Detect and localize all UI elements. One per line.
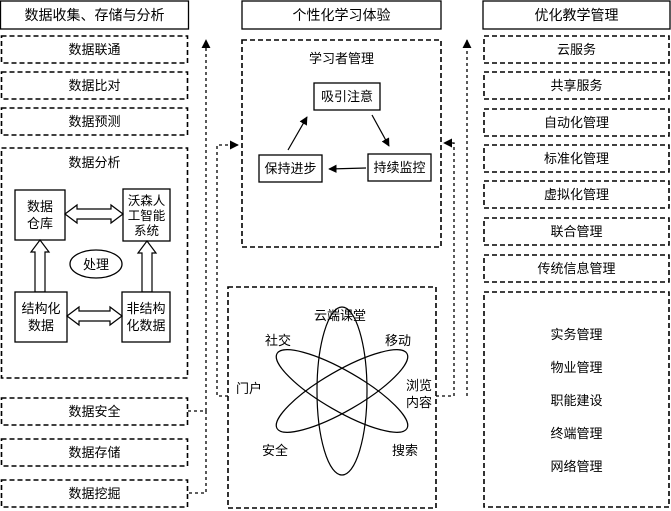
data-warehouse-line-1: 数据 — [27, 200, 53, 215]
right-item-traditional-info: 传统信息管理 — [537, 261, 615, 277]
atom-social: 社交 — [265, 333, 291, 349]
double-arrow-bottom — [66, 305, 123, 327]
right-item-box-7 — [483, 254, 670, 283]
data-analysis-title: 数据分析 — [68, 156, 120, 171]
right-list-panel — [483, 291, 670, 508]
right-item-standardization: 标准化管理 — [544, 152, 609, 167]
continuous-monitor-label: 持续监控 — [373, 161, 425, 176]
atom-browse-line-2: 内容 — [406, 395, 432, 411]
structured-line-2: 数据 — [28, 319, 54, 334]
right-list-terminal: 终端管理 — [550, 426, 602, 442]
structured-line-1: 结构化 — [21, 302, 60, 317]
learner-management-panel — [241, 39, 442, 248]
orbit-left-tilt — [275, 349, 409, 433]
left-item-data-storage: 数据存储 — [68, 446, 120, 461]
right-item-shared-service: 共享服务 — [550, 78, 602, 94]
left-header-title: 数据收集、存储与分析 — [25, 7, 165, 24]
right-list-property: 物业管理 — [550, 361, 602, 376]
center-header-box — [241, 0, 442, 30]
center-column: 个性化学习体验 学习者管理 吸引注意 持续监控 保持进步 云端课堂 社交 移动 … — [227, 0, 442, 509]
unstructured-data-box — [121, 291, 171, 343]
attract-attention-label: 吸引注意 — [321, 89, 373, 105]
arrow-unstructured-to-watson — [136, 240, 158, 293]
unstructured-line-2: 化数据 — [126, 319, 165, 334]
left-item-box-6 — [0, 479, 189, 508]
left-bracket-connector — [188, 410, 207, 494]
left-item-data-mining: 数据挖掘 — [68, 487, 120, 502]
double-arrow-top — [64, 203, 124, 225]
data-warehouse-box — [14, 189, 66, 241]
orbit-right-tilt — [275, 349, 409, 433]
right-item-box-5 — [483, 180, 670, 209]
right-atom-connector — [436, 138, 455, 397]
left-item-box-3 — [0, 107, 189, 136]
process-label: 处理 — [83, 258, 109, 273]
right-column: 优化教学管理 云服务 共享服务 自动化管理 标准化管理 虚拟化管理 联合管理 传… — [482, 0, 671, 508]
left-item-box-1 — [0, 35, 189, 64]
right-item-virtualization: 虚拟化管理 — [544, 188, 609, 203]
arrow-maintain-to-attract — [287, 116, 308, 151]
structured-data-box — [14, 291, 68, 343]
left-item-data-predict: 数据预测 — [68, 115, 120, 130]
right-header-box — [482, 0, 671, 30]
right-header-title: 优化教学管理 — [535, 8, 619, 24]
right-item-box-1 — [483, 35, 670, 64]
unstructured-line-1: 非结构 — [126, 302, 165, 317]
center-header-title: 个性化学习体验 — [293, 8, 391, 24]
left-header-box — [0, 0, 190, 30]
right-item-box-4 — [483, 144, 670, 173]
continuous-monitor-box — [367, 153, 432, 182]
left-atom-connector — [216, 140, 239, 397]
atom-safety: 安全 — [262, 443, 288, 459]
left-item-box-4 — [0, 397, 189, 426]
atom-cloud-classroom: 云端课堂 — [314, 309, 366, 324]
atom-search: 搜索 — [392, 444, 418, 459]
process-ellipse — [69, 249, 123, 279]
attract-attention-box — [313, 82, 381, 111]
arrow-monitor-to-maintain — [328, 164, 367, 173]
watson-line-3: 系统 — [134, 223, 159, 238]
watson-line-2: 工智能 — [128, 208, 166, 223]
atom-mobile: 移动 — [385, 334, 411, 349]
right-item-box-2 — [483, 71, 670, 100]
atom-orbits — [275, 306, 409, 476]
right-list-network: 网络管理 — [550, 459, 602, 475]
learner-management-title: 学习者管理 — [309, 51, 374, 67]
atom-panel — [227, 286, 437, 509]
left-column: 数据收集、存储与分析 数据联通 数据比对 数据预测 数据分析 数据 仓库 沃森人… — [0, 0, 190, 508]
atom-portal: 门户 — [236, 381, 262, 397]
right-item-federated: 联合管理 — [550, 225, 602, 240]
arrow-structured-to-warehouse — [29, 239, 51, 293]
maintain-progress-label: 保持进步 — [264, 162, 316, 177]
watson-line-1: 沃森人 — [128, 193, 166, 208]
maintain-progress-box — [258, 154, 323, 183]
right-list-function: 职能建设 — [550, 394, 602, 409]
left-item-data-security: 数据安全 — [68, 404, 120, 420]
left-item-box-2 — [0, 71, 189, 100]
left-item-box-5 — [0, 438, 189, 467]
data-warehouse-line-2: 仓库 — [27, 216, 53, 232]
atom-browse-line-1: 浏览 — [406, 378, 432, 394]
right-item-box-6 — [483, 217, 670, 246]
orbit-vertical — [316, 306, 368, 476]
right-item-cloud-service: 云服务 — [557, 42, 596, 58]
left-item-data-compare: 数据比对 — [68, 79, 120, 94]
arrow-attract-to-monitor — [371, 114, 390, 147]
left-item-data-connect: 数据联通 — [68, 43, 120, 58]
right-item-box-3 — [483, 108, 670, 137]
right-list-practice: 实务管理 — [550, 327, 602, 343]
right-item-automation: 自动化管理 — [544, 116, 609, 131]
